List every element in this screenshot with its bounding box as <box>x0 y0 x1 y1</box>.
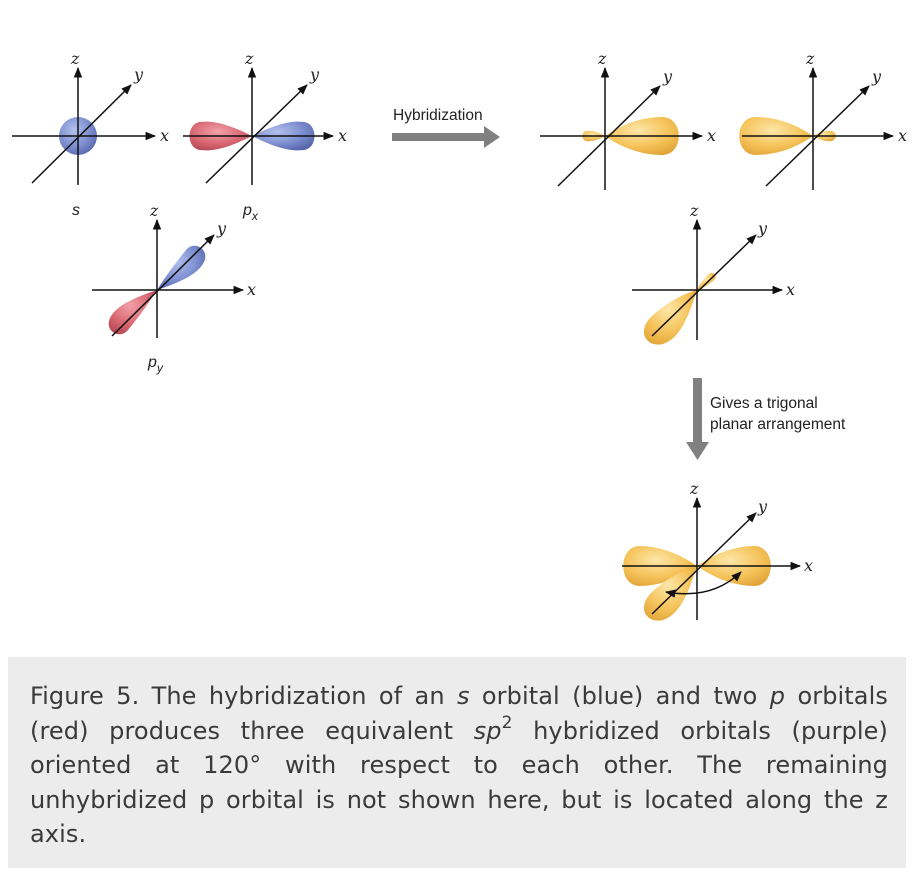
axis-y-label: y <box>757 497 768 516</box>
axis-z-label: z <box>689 479 699 498</box>
axis-y-label: y <box>309 65 320 84</box>
hybridization-diagram: x z y s x z y px x z y py Hybridization <box>12 49 907 621</box>
gives-label-line1: Gives a trigonal <box>710 395 818 412</box>
figure-caption: Figure 5. The hybridization of an s orbi… <box>8 657 906 868</box>
axis-x-label: x <box>707 126 716 145</box>
axis-x-label: x <box>338 126 347 145</box>
axis-z-label: z <box>149 201 159 220</box>
axis-z-label: z <box>689 201 699 220</box>
py-red-lobe <box>108 290 157 335</box>
hybridization-arrow: Hybridization <box>392 107 500 148</box>
s-orbital-panel: x z y s <box>12 49 169 219</box>
sp2-orbital-1-panel: x z y <box>540 49 716 190</box>
hybridization-label: Hybridization <box>393 107 483 124</box>
orbital-s-label: s <box>72 202 80 219</box>
axis-x-label: x <box>247 280 256 299</box>
trigonal-arrow: Gives a trigonal planar arrangement <box>686 378 846 460</box>
axis-z-label: z <box>244 49 254 68</box>
angle-arc-120 <box>664 571 742 598</box>
gives-label-line2: planar arrangement <box>710 416 846 433</box>
caption-text: Figure 5. The hybridization of an s orbi… <box>30 682 888 848</box>
sp2-small-lobe <box>697 272 716 290</box>
axis-x-label: x <box>786 280 795 299</box>
py-orbital-panel: x z y py <box>92 201 256 375</box>
axis-x-label: x <box>804 556 813 575</box>
axis-x-label: x <box>898 126 907 145</box>
axis-y-label: y <box>662 67 673 86</box>
orbital-py-label: py <box>147 354 164 375</box>
axis-y-label: y <box>216 219 227 238</box>
axis-z-label: z <box>597 49 607 68</box>
px-orbital-panel: x z y px <box>183 49 347 223</box>
sp2-orbital-3-panel: x z y <box>632 201 795 345</box>
axis-z-label: z <box>805 49 815 68</box>
axis-z-label: z <box>70 49 80 68</box>
axis-y-label: y <box>133 65 144 84</box>
orbital-px-label: px <box>242 202 259 223</box>
sp2-orbital-2-panel: x z y <box>739 49 907 190</box>
axis-y-label: y <box>871 67 882 86</box>
axis-x-label: x <box>160 126 169 145</box>
axis-y-label: y <box>757 219 768 238</box>
trigonal-planar-panel: x z y <box>622 479 813 621</box>
